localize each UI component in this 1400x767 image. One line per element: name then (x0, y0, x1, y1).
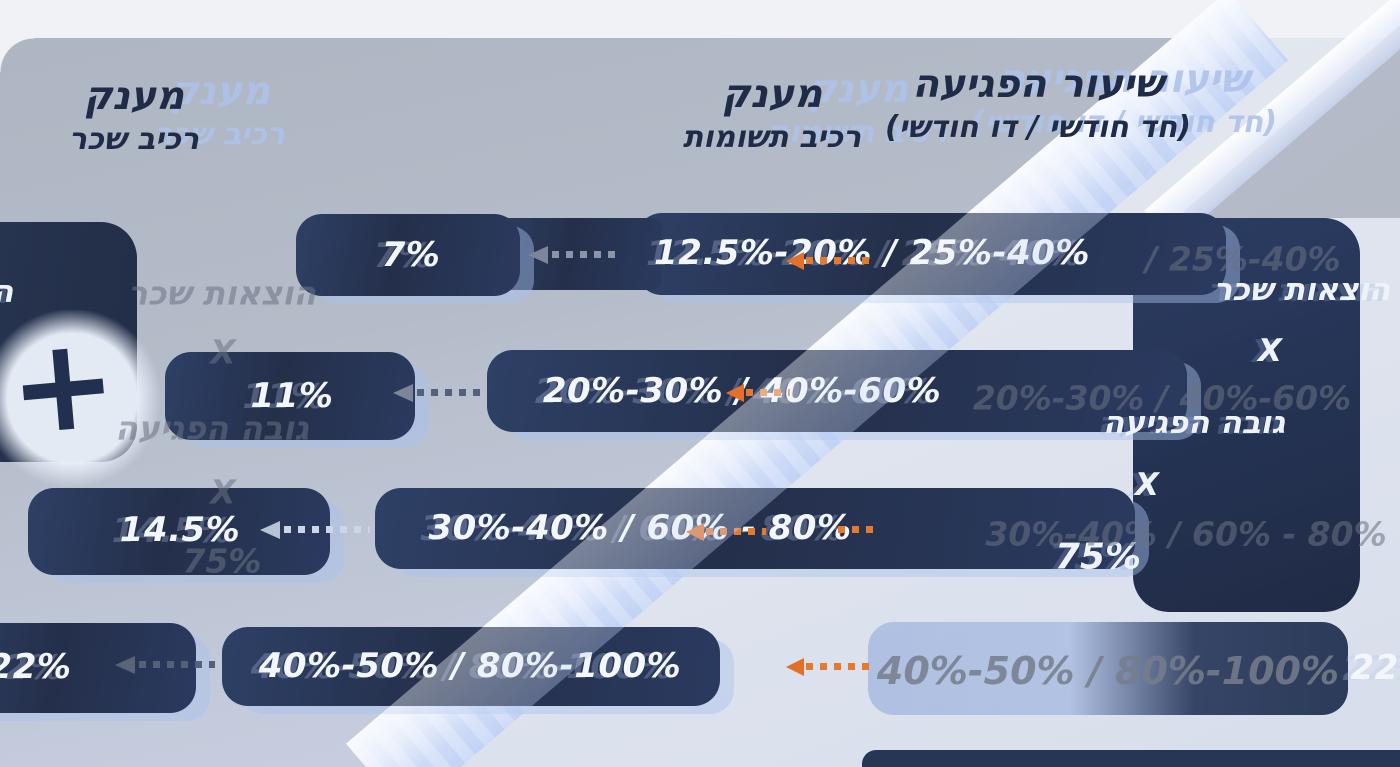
plus-icon: + (3, 307, 123, 465)
row1-grant-label: 7% (381, 235, 441, 275)
header-right-ghost: שיעור הפגיעה (חד חודשי / דו חודשי) (970, 57, 1278, 140)
times-x-2: X (1135, 467, 1159, 503)
row3-ghost-arrow-dots-2 (838, 526, 876, 533)
row1-arrow-left-icon (528, 246, 548, 264)
ghost-wage-expenses: הוצאות שכר (127, 273, 317, 313)
top-strip (0, 0, 1400, 38)
row2-ghost-arrow-dots (746, 389, 790, 396)
row4-grant-box (0, 623, 196, 713)
ghost-seventy-five-percent: 75% (182, 541, 262, 581)
row2-range-box (487, 350, 1187, 432)
seventy-five-percent-label: 75% (1054, 536, 1142, 578)
row2-arrow-dots (417, 389, 483, 396)
bottom-navy-strip (862, 750, 1400, 767)
row1-ghost-arrow-dots (806, 257, 874, 264)
row2-grant-box (165, 352, 415, 440)
row3-arrow-left-icon (260, 521, 280, 539)
row1-range-label: 12.5%-20% / 25%-40% (654, 233, 1090, 273)
ghost-injury-level: גובה הפגיעה (115, 408, 309, 448)
row4-ghost-arrow-dots (806, 663, 870, 670)
row4-range-label: 40%-50% / 80%-100% (258, 646, 682, 686)
row2-ghost-arrow-icon (726, 384, 744, 402)
ghost-row4-box (868, 622, 1348, 715)
ghost-times-x-1: X (210, 332, 236, 372)
row4-ghost-arrow-icon (786, 658, 804, 676)
header-middle-line1: מענק (721, 72, 823, 117)
wage-expenses-fragment: הוצאות שכר (0, 274, 13, 310)
ghost-range-row2: 20%-30% / 40%-60% (972, 378, 1352, 418)
row1-arrow-dots (552, 251, 622, 258)
ghost-range-row1: / 25%-40% (1145, 239, 1341, 279)
header-inputs-grant: מענק רכיב תשומות (683, 72, 861, 158)
row1-ghost-arrow-icon (786, 252, 804, 270)
header-left-line1: מענק (83, 74, 185, 119)
header-left-line2: רכיב שכר (68, 122, 200, 157)
plus-blob (0, 310, 160, 486)
row3-ghost-arrow-icon (686, 523, 704, 541)
ghost-grant-row4: 22% (1350, 648, 1400, 688)
header-right-line1: שיעור הפגיעה (912, 62, 1164, 107)
row2-arrow-left-icon (393, 384, 413, 402)
row3-range-label: 30%-40% / 60% - 80% (428, 508, 852, 548)
header-wage-grant: מענק רכיב שכר (69, 74, 199, 160)
wage-expenses-label: הוצאות שכר (1213, 272, 1391, 308)
row4-arrow-dots (139, 661, 215, 668)
row1-range-box (636, 213, 1226, 295)
header-middle-ghost: מענק רכיב תשומות (768, 67, 948, 150)
panel-corner-round (0, 38, 34, 72)
row2-grant-label: 11% (250, 376, 334, 416)
injury-level-label: גובה הפגיעה (1102, 405, 1286, 441)
row3-arrow-dots (284, 526, 370, 533)
row3-ghost-arrow-dots (706, 528, 766, 535)
times-x-1: X (1258, 333, 1282, 369)
row1-grant-box (296, 214, 520, 296)
row4-arrow-left-icon (115, 656, 135, 674)
header-right-line2: (חד חודשי / דו חודשי) (884, 110, 1192, 145)
row3-grant-label: 14.5% (119, 510, 241, 550)
row4-range-box (222, 627, 720, 706)
ghost-times-x-2: X (210, 472, 236, 512)
header-injury-rate: שיעור הפגיעה (חד חודשי / דו חודשי) (885, 62, 1191, 148)
ghost-range-row3: 30%-40% / 60% - 80% (985, 514, 1387, 554)
ghost-range-row4: 40%-50% / 80%-100% (876, 649, 1340, 693)
header-middle-line2: רכיב תשומות (682, 120, 862, 155)
header-left-ghost: מענק רכיב שכר (154, 69, 286, 152)
row4-grant-label: 22% (0, 647, 72, 687)
